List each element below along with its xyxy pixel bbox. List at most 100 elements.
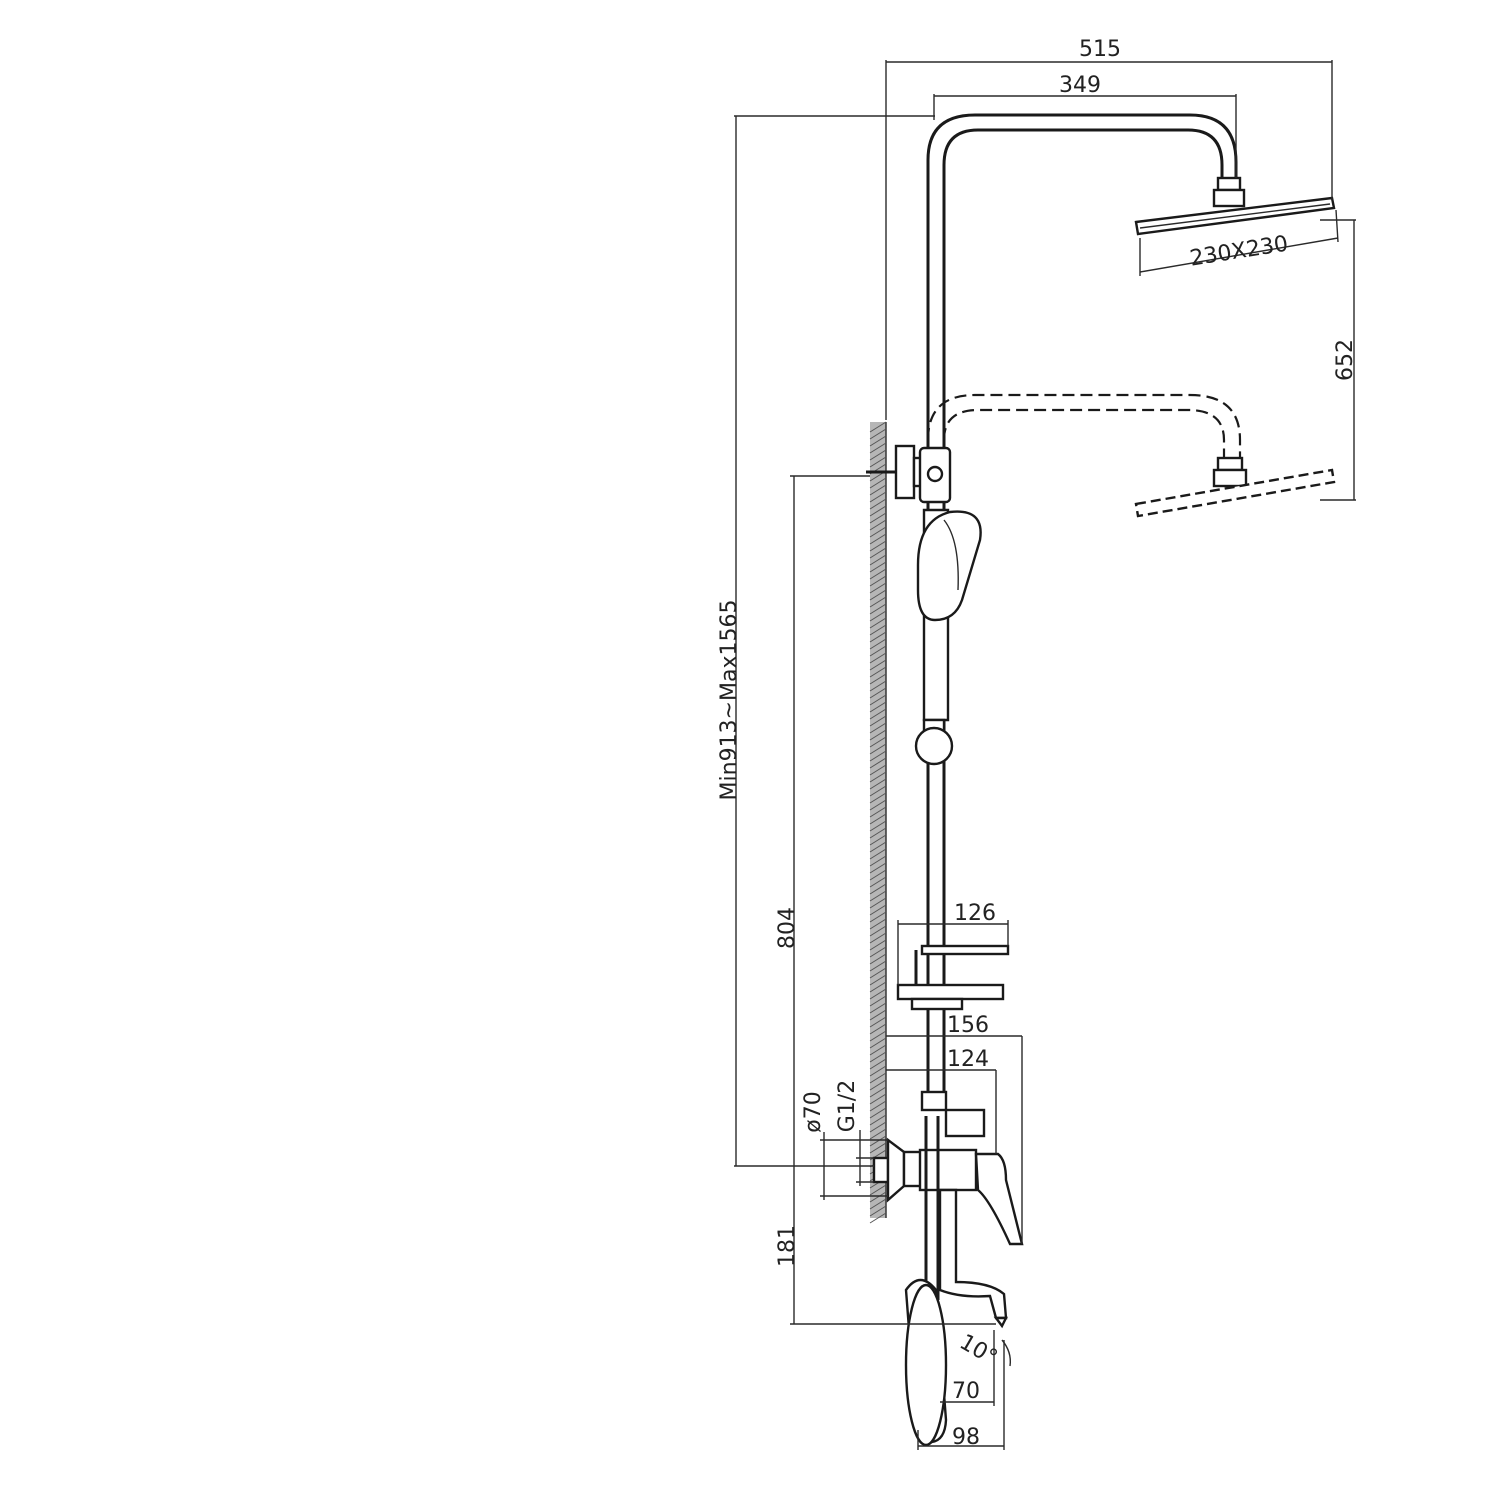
hatch-line <box>869 981 887 993</box>
hatch-line <box>869 876 887 888</box>
hatch-line <box>869 687 887 699</box>
hatch-line <box>869 575 887 587</box>
hatch-line <box>869 1093 887 1105</box>
dim-spout-projection: 70 <box>952 1379 980 1404</box>
hatch-line <box>869 491 887 503</box>
hatch-line <box>869 820 887 832</box>
hatch-line <box>869 764 887 776</box>
hatch-line <box>869 995 887 1007</box>
wall <box>869 421 887 1224</box>
hatch-line <box>869 827 887 839</box>
hatch-line <box>869 862 887 874</box>
hatch-line <box>869 589 887 601</box>
hatch-line <box>869 442 887 454</box>
hatch-line <box>869 1051 887 1063</box>
shower-head-upper <box>1134 176 1336 236</box>
hatch-line <box>869 701 887 713</box>
hatch-line <box>869 505 887 517</box>
hatch-line <box>869 1198 887 1210</box>
hatch-line <box>869 624 887 636</box>
hatch-line <box>869 631 887 643</box>
hatch-line <box>869 869 887 881</box>
hatch-line <box>869 799 887 811</box>
hatch-line <box>869 484 887 496</box>
hatch-line <box>869 834 887 846</box>
hatch-line <box>869 582 887 594</box>
hatch-line <box>869 778 887 790</box>
dim-shelf-width: 126 <box>954 901 996 926</box>
bath-mixer <box>872 1090 1024 1329</box>
hatch-line <box>869 848 887 860</box>
dimension-lines <box>734 60 1356 1450</box>
hatch-line <box>869 729 887 741</box>
hatch-line <box>869 645 887 657</box>
hatch-line <box>869 547 887 559</box>
hatch-line <box>869 435 887 447</box>
dim-bar-height: 804 <box>775 907 800 949</box>
hatch-line <box>869 638 887 650</box>
hatch-line <box>869 1212 887 1224</box>
dim-lever-depth: 124 <box>947 1047 989 1072</box>
hand-shower-holder <box>914 508 982 766</box>
riser-pipe <box>926 113 1238 1100</box>
hatch-line <box>869 596 887 608</box>
hatch-line <box>869 1079 887 1091</box>
hatch-line <box>869 1184 887 1196</box>
hatch-line <box>869 421 887 433</box>
hatch-line <box>869 904 887 916</box>
hatch-line <box>869 1072 887 1084</box>
hatch-line <box>869 897 887 909</box>
hatch-line <box>869 1107 887 1119</box>
hatch-line <box>869 1100 887 1112</box>
hatch-line <box>869 680 887 692</box>
hatch-line <box>869 561 887 573</box>
hatch-line <box>869 855 887 867</box>
hatch-line <box>869 554 887 566</box>
hatch-line <box>869 498 887 510</box>
hatch-line <box>869 694 887 706</box>
hatch-line <box>869 1002 887 1014</box>
hatch-line <box>869 960 887 972</box>
hatch-line <box>869 673 887 685</box>
hatch-line <box>869 617 887 629</box>
hatch-line <box>869 1016 887 1028</box>
hatch-line <box>869 1037 887 1049</box>
hatch-line <box>869 932 887 944</box>
hatch-line <box>869 946 887 958</box>
dim-arm-travel: 652 <box>1333 339 1358 381</box>
hatch-line <box>869 792 887 804</box>
hatch-line <box>869 1205 887 1217</box>
hatch-line <box>869 610 887 622</box>
hatch-line <box>869 519 887 531</box>
hatch-line <box>869 750 887 762</box>
hatch-line <box>869 512 887 524</box>
hatch-line <box>869 1128 887 1140</box>
hatch-line <box>869 659 887 671</box>
hatch-line <box>869 988 887 1000</box>
hatch-line <box>869 785 887 797</box>
hatch-line <box>869 757 887 769</box>
hatch-line <box>869 603 887 615</box>
hatch-line <box>869 743 887 755</box>
dim-mixer-depth: 156 <box>947 1013 989 1038</box>
hatch-line <box>869 1030 887 1042</box>
hatch-line <box>869 1121 887 1133</box>
hatch-line <box>869 925 887 937</box>
hatch-line <box>869 974 887 986</box>
hatch-line <box>869 715 887 727</box>
hatch-line <box>869 708 887 720</box>
hatch-line <box>869 533 887 545</box>
hatch-line <box>869 883 887 895</box>
hatch-line <box>869 540 887 552</box>
dim-arm-reach: 349 <box>1059 73 1101 98</box>
hatch-line <box>869 1086 887 1098</box>
wall-bracket <box>866 444 952 504</box>
hatch-line <box>869 1114 887 1126</box>
hatch-line <box>869 806 887 818</box>
dim-spout-drop: 181 <box>775 1225 800 1267</box>
hatch-line <box>869 953 887 965</box>
hatch-line <box>869 736 887 748</box>
wall-hatching <box>869 421 887 1224</box>
hatch-line <box>869 967 887 979</box>
